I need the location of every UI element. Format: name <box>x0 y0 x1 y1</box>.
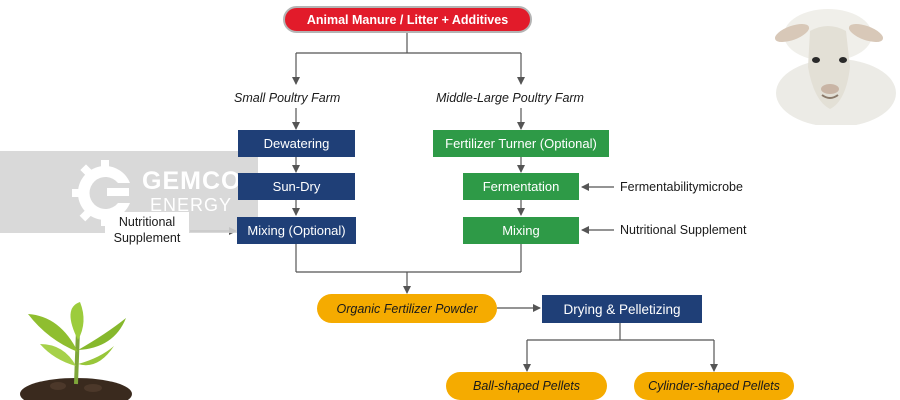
step-sun-dry: Sun-Dry <box>238 173 355 200</box>
output-ball-pellets: Ball-shaped Pellets <box>446 372 607 400</box>
left-input-line-1: Nutritional <box>118 215 176 229</box>
watermark-sub: ENERGY <box>150 195 233 215</box>
branch-small-farm-label: Small Poultry Farm <box>234 91 341 105</box>
step-left-mixing: Mixing (Optional) <box>237 217 356 244</box>
step-fertilizer-turner: Fertilizer Turner (Optional) <box>433 130 609 157</box>
organic-fertilizer-powder: Organic Fertilizer Powder <box>317 294 497 323</box>
input-microbe: Fermentabilitymicrobe <box>620 180 743 194</box>
source-box: Animal Manure / Litter + Additives <box>283 6 532 33</box>
sheep-photo <box>774 9 896 125</box>
watermark-brand: GEMCO <box>142 167 242 195</box>
output-cylinder-pellets: Cylinder-shaped Pellets <box>634 372 794 400</box>
left-input-line-2: Supplement <box>113 231 181 245</box>
left-input-supplement: Nutritional Supplement <box>105 212 189 250</box>
step-drying-pelletizing: Drying & Pelletizing <box>542 295 702 323</box>
step-right-mixing: Mixing <box>463 217 579 244</box>
input-right-supplement: Nutritional Supplement <box>620 223 747 237</box>
branch-large-farm-label: Middle-Large Poultry Farm <box>436 91 584 105</box>
step-fermentation: Fermentation <box>463 173 579 200</box>
step-dewatering: Dewatering <box>238 130 355 157</box>
seedling-photo <box>20 302 132 400</box>
